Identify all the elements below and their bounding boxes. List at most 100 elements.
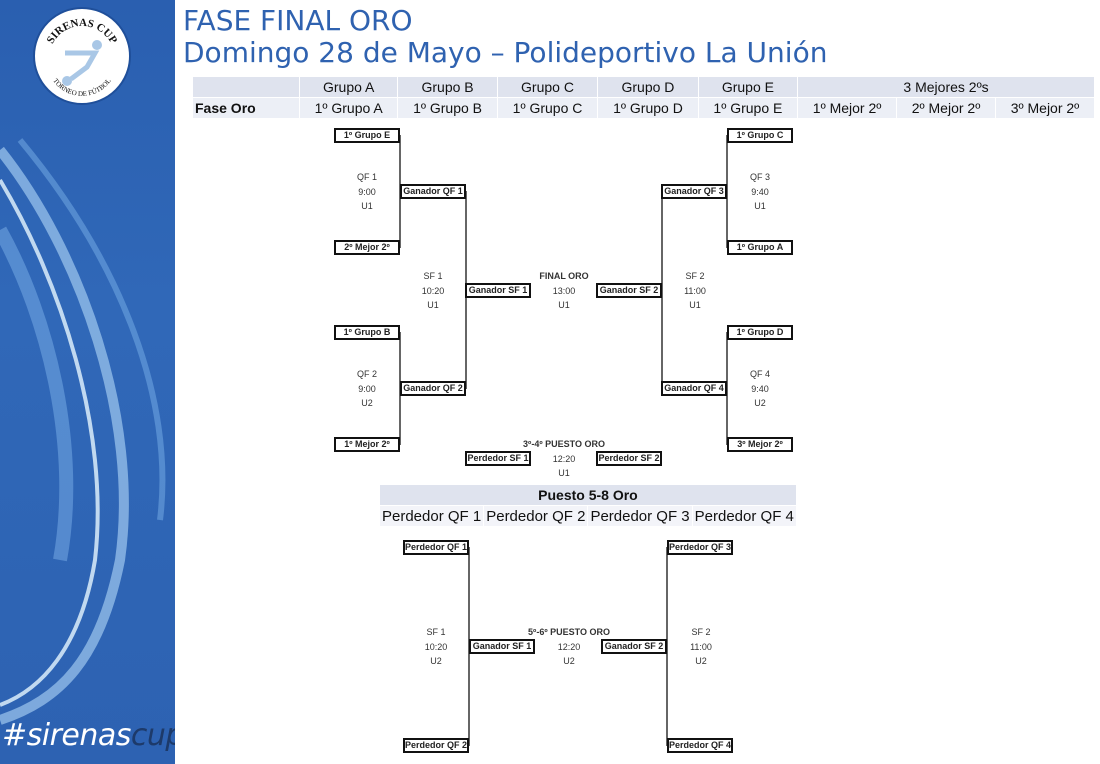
match-name: SF 2 bbox=[691, 627, 711, 637]
team-box: 3º Mejor 2º bbox=[727, 437, 793, 452]
match-time: 11:00 bbox=[690, 641, 712, 652]
match-name: QF 3 bbox=[749, 172, 770, 182]
table-row: Perdedor QF 1 Perdedor QF 2 Perdedor QF … bbox=[380, 506, 796, 526]
bracket-line bbox=[661, 191, 663, 389]
team-box: Perdedor QF 4 bbox=[667, 738, 733, 753]
match-field: U1 bbox=[558, 468, 570, 478]
page-subtitle: Domingo 28 de Mayo – Polideportivo La Un… bbox=[183, 36, 828, 69]
bracket-line bbox=[726, 135, 728, 248]
table-header-row: Grupo A Grupo B Grupo C Grupo D Grupo E … bbox=[193, 77, 1094, 97]
groups-table: Grupo A Grupo B Grupo C Grupo D Grupo E … bbox=[192, 76, 1095, 119]
table-header: Grupo B bbox=[398, 77, 497, 97]
match-field: U1 bbox=[361, 201, 373, 211]
match-time: 12:20 bbox=[557, 641, 581, 652]
table-cell: 1º Grupo E bbox=[698, 98, 798, 118]
svg-text:SIRENAS CUP: SIRENAS CUP bbox=[45, 17, 120, 46]
match-name: FINAL ORO bbox=[539, 271, 589, 281]
table-header: Grupo E bbox=[698, 77, 798, 97]
table-header: Grupo D bbox=[598, 77, 698, 97]
team-box: Perdedor QF 2 bbox=[403, 738, 469, 753]
match-field: U1 bbox=[558, 300, 570, 310]
match-field: U2 bbox=[754, 398, 766, 408]
hashtag: #sirenascup bbox=[2, 718, 175, 753]
table-cell: 2º Mejor 2º bbox=[897, 98, 996, 118]
puesto-5-8-table: Puesto 5-8 Oro Perdedor QF 1 Perdedor QF… bbox=[379, 484, 797, 527]
sirenas-cup-logo: SIRENAS CUP TORNEO DE FÚTBOL bbox=[33, 7, 131, 105]
table-cell: 1º Grupo C bbox=[497, 98, 598, 118]
table-header: Grupo C bbox=[497, 77, 598, 97]
winner-box: Ganador QF 4 bbox=[661, 381, 727, 396]
match-time: 10:20 bbox=[424, 641, 448, 652]
table-cell: Perdedor QF 3 bbox=[588, 506, 692, 526]
match-name: SF 2 bbox=[685, 271, 705, 281]
match-field: U2 bbox=[430, 656, 442, 666]
svg-text:TORNEO DE FÚTBOL: TORNEO DE FÚTBOL bbox=[51, 77, 112, 98]
hashtag-part: cup bbox=[130, 718, 175, 753]
team-box: 1º Grupo D bbox=[727, 325, 793, 340]
table-cell: 1º Grupo D bbox=[598, 98, 698, 118]
match-time: 10:20 bbox=[421, 285, 445, 296]
table-header: Grupo A bbox=[300, 77, 398, 97]
match-name: 3º-4º PUESTO ORO bbox=[523, 439, 605, 449]
loser-box: Perdedor SF 2 bbox=[596, 451, 662, 466]
match-field: U1 bbox=[427, 300, 439, 310]
table-cell bbox=[193, 77, 299, 97]
page-title: FASE FINAL ORO bbox=[183, 4, 413, 37]
table-cell: 3º Mejor 2º bbox=[996, 98, 1094, 118]
match-time: 9:40 bbox=[751, 383, 769, 394]
team-box: 1º Grupo E bbox=[334, 128, 400, 143]
team-box: 1º Mejor 2º bbox=[334, 437, 400, 452]
match-field: U1 bbox=[754, 201, 766, 211]
match-time: 11:00 bbox=[684, 285, 706, 296]
table-cell: Perdedor QF 4 bbox=[692, 506, 796, 526]
table-cell: 1º Grupo A bbox=[300, 98, 398, 118]
team-box: 2º Mejor 2º bbox=[334, 240, 400, 255]
team-box: Perdedor QF 1 bbox=[403, 540, 469, 555]
match-time: 13:00 bbox=[552, 285, 576, 296]
hashtag-part: #sirenas bbox=[2, 718, 131, 753]
bracket-line bbox=[666, 547, 668, 746]
table-row: Fase Oro 1º Grupo A 1º Grupo B 1º Grupo … bbox=[193, 98, 1094, 118]
table-cell: 1º Grupo B bbox=[398, 98, 497, 118]
winner-box: Ganador SF 2 bbox=[596, 283, 662, 298]
team-box: 1º Grupo A bbox=[727, 240, 793, 255]
match-name: SF 1 bbox=[423, 271, 443, 281]
winner-box: Ganador QF 1 bbox=[400, 184, 466, 199]
table-header: Puesto 5-8 Oro bbox=[380, 485, 796, 505]
table-header-row: Puesto 5-8 Oro bbox=[380, 485, 796, 505]
winner-box: Ganador QF 2 bbox=[400, 381, 466, 396]
match-name: QF 1 bbox=[356, 172, 377, 182]
team-box: 1º Grupo B bbox=[334, 325, 400, 340]
row-label: Fase Oro bbox=[193, 98, 299, 118]
team-box: 1º Grupo C bbox=[727, 128, 793, 143]
match-time: 9:00 bbox=[358, 186, 376, 197]
winner-box: Ganador SF 2 bbox=[601, 639, 667, 654]
match-field: U2 bbox=[361, 398, 373, 408]
sidebar: SIRENAS CUP TORNEO DE FÚTBOL #sirenascup bbox=[0, 0, 175, 764]
table-cell: Perdedor QF 1 bbox=[380, 506, 484, 526]
table-header: 3 Mejores 2ºs bbox=[798, 77, 1094, 97]
winner-box: Ganador SF 1 bbox=[469, 639, 535, 654]
match-field: U1 bbox=[689, 300, 701, 310]
table-cell: 1º Mejor 2º bbox=[798, 98, 897, 118]
winner-box: Ganador SF 1 bbox=[465, 283, 531, 298]
loser-box: Perdedor SF 1 bbox=[465, 451, 531, 466]
table-cell: Perdedor QF 2 bbox=[484, 506, 588, 526]
match-field: U2 bbox=[695, 656, 707, 666]
match-time: 12:20 bbox=[552, 453, 576, 464]
team-box: Perdedor QF 3 bbox=[667, 540, 733, 555]
match-name: QF 2 bbox=[356, 369, 377, 379]
match-field: U2 bbox=[563, 656, 575, 666]
bracket-line bbox=[726, 332, 728, 445]
